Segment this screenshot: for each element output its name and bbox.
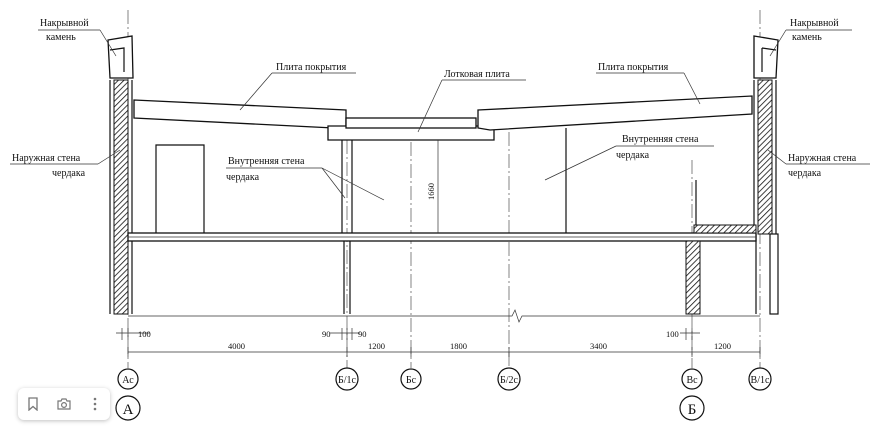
label-inner-wall-right-2: чердака — [616, 150, 650, 161]
attic-floor-slab — [127, 232, 757, 242]
dim-90-right: 90 — [358, 329, 367, 339]
label-cap-stone-left-2: камень — [46, 32, 76, 43]
axis-label-a: А — [123, 402, 134, 418]
lens-icon — [57, 398, 71, 410]
label-inner-wall-left-1: Внутренняя стена — [228, 156, 305, 167]
dim-3400: 3400 — [590, 341, 607, 351]
label-outer-wall-right-1: Наружная стена — [788, 153, 857, 164]
roof-slab-right — [477, 95, 753, 131]
bookmark-button[interactable] — [21, 392, 45, 416]
label-outer-wall-right-2: чердака — [788, 168, 822, 179]
outer-wall-right — [753, 35, 779, 315]
label-cap-stone-right-2: камень — [792, 32, 822, 43]
label-roof-slab-left: Плита покрытия — [276, 62, 347, 73]
cap-stone-right — [753, 35, 779, 79]
dim-1800: 1800 — [450, 341, 467, 351]
axis-label-b: Б — [688, 402, 697, 418]
roof-slab-left — [133, 99, 347, 129]
inner-walls — [155, 128, 757, 315]
leader-lines — [10, 29, 870, 201]
break-line — [128, 309, 760, 323]
dimension-chain: 100 90 90 100 4000 1200 1800 3400 1200 — [116, 328, 761, 357]
bookmark-icon — [28, 397, 38, 411]
cap-stone-left — [107, 35, 134, 79]
roof-slabs — [133, 95, 753, 141]
axis-label-b1c: Б/1с — [338, 375, 357, 386]
axis-label-ac: Ас — [122, 375, 134, 386]
label-cap-stone-left-1: Накрывной — [40, 18, 89, 29]
outer-wall-left — [107, 35, 134, 315]
dim-1200-b: 1200 — [714, 341, 731, 351]
label-outer-wall-left-1: Наружная стена — [12, 153, 81, 164]
axis-label-v1c: В/1с — [751, 375, 770, 386]
more-button[interactable] — [83, 392, 107, 416]
label-tray-slab: Лотковая плита — [444, 69, 510, 80]
axis-label-vc: Вс — [686, 375, 698, 386]
dim-100-right: 100 — [666, 329, 679, 339]
height-dimension: 1660 — [426, 140, 439, 233]
labels: Накрывной камень Накрывной камень Плита … — [12, 18, 857, 183]
dim-100-left: 100 — [138, 329, 151, 339]
label-roof-slab-right: Плита покрытия — [598, 62, 669, 73]
axis-label-bc: Бс — [406, 375, 417, 386]
lens-button[interactable] — [52, 392, 76, 416]
dim-1200-a: 1200 — [368, 341, 385, 351]
axis-markers: Ас А Б/1с Бс Б/2с Вс Б В/1с — [115, 367, 772, 421]
dim-4000: 4000 — [228, 341, 245, 351]
label-inner-wall-left-2: чердака — [226, 172, 260, 183]
height-dim-label: 1660 — [426, 183, 436, 200]
label-outer-wall-left-2: чердака — [52, 168, 86, 179]
image-toolbar — [18, 388, 110, 420]
axis-label-b2c: Б/2с — [500, 375, 519, 386]
label-inner-wall-right-1: Внутренняя стена — [622, 134, 699, 145]
label-cap-stone-right-1: Накрывной — [790, 18, 839, 29]
more-icon — [93, 397, 96, 411]
dim-90-left: 90 — [322, 329, 331, 339]
